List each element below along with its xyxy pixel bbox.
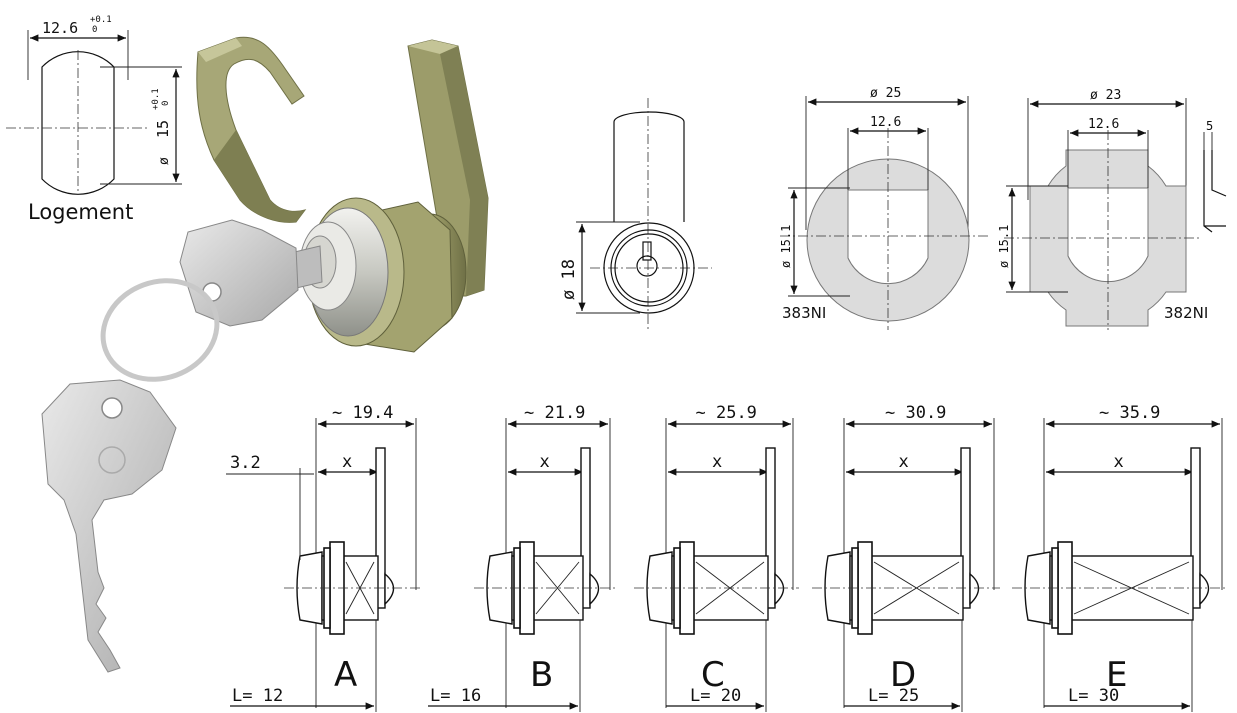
overall-length-label: ~ 19.4 — [332, 403, 393, 423]
housing-profile: 12.6 +0.1 0 15 +0.1 0 ø Logement — [6, 15, 182, 224]
washer-383-height: ø 15.1 — [779, 225, 793, 268]
housing-width-dim: 12.6 — [42, 19, 78, 37]
washer-383-diameter: ø 25 — [870, 86, 901, 101]
housing-width-tol-top: +0.1 — [90, 15, 112, 25]
variant-letter: B — [530, 655, 553, 695]
side-view-c: ~ 25.9 xCL= 20 — [634, 403, 799, 712]
housing-caption: Logement — [28, 200, 133, 224]
x-dimension-label: x — [1114, 452, 1124, 472]
variant-letter: A — [334, 655, 357, 695]
front-diameter-label: ø 18 — [559, 259, 579, 300]
side-view-b: ~ 21.9 xB L= 16 — [428, 403, 616, 712]
variant-letter: C — [701, 655, 725, 695]
overall-length-label: ~ 25.9 — [696, 403, 757, 423]
side-view-e: ~ 35.9 xEL= 30 — [1012, 403, 1228, 712]
side-view-a: ~ 19.4 xA L= 12 3.2 — [226, 403, 422, 712]
front-view: ø 18 — [559, 98, 712, 330]
variant-letter: D — [890, 655, 916, 695]
x-dimension-label: x — [540, 452, 550, 472]
side-view-d: ~ 30.9 xDL= 25 — [812, 403, 1000, 712]
overall-length-label: ~ 21.9 — [524, 403, 585, 423]
length-label: L= 30 — [1068, 686, 1119, 706]
washer-383-code: 383NI — [782, 304, 826, 322]
overall-length-label: ~ 35.9 — [1099, 403, 1160, 423]
washer-382-flat: 12.6 — [1088, 117, 1119, 132]
length-label: L= 25 — [868, 686, 919, 706]
washer-382-code: 382NI — [1164, 304, 1208, 322]
overall-length-label: ~ 30.9 — [885, 403, 946, 423]
x-dimension-label: x — [899, 452, 909, 472]
key-illustration — [41, 219, 323, 673]
washer-382-thickness: 5 — [1206, 119, 1213, 133]
variant-letter: E — [1106, 655, 1127, 695]
housing-height-tol-top: +0.1 — [151, 88, 161, 110]
length-label: L= 16 — [430, 686, 481, 706]
offset-label: 3.2 — [230, 453, 261, 473]
key-ring-illustration — [100, 278, 220, 382]
length-label: L= 12 — [232, 686, 283, 706]
housing-height-tol-bot: 0 — [161, 101, 171, 106]
housing-width-tol-bot: 0 — [92, 25, 97, 35]
washer-382ni: ø 23 12.6 ø 15.1 382NI 5 — [997, 88, 1227, 330]
length-label: L= 20 — [690, 686, 741, 706]
x-dimension-label: x — [712, 452, 722, 472]
washer-383-flat: 12.6 — [870, 115, 901, 130]
x-dimension-label: x — [342, 452, 352, 472]
washer-382-height: ø 15.1 — [997, 225, 1011, 268]
housing-diameter-symbol: ø — [157, 157, 172, 165]
cam-lock-illustration — [196, 36, 489, 353]
washer-382-diameter: ø 23 — [1090, 88, 1121, 103]
washer-383ni: ø 25 12.6 ø 15.1 383NI — [779, 86, 990, 330]
housing-height-dim: 15 — [154, 120, 172, 138]
